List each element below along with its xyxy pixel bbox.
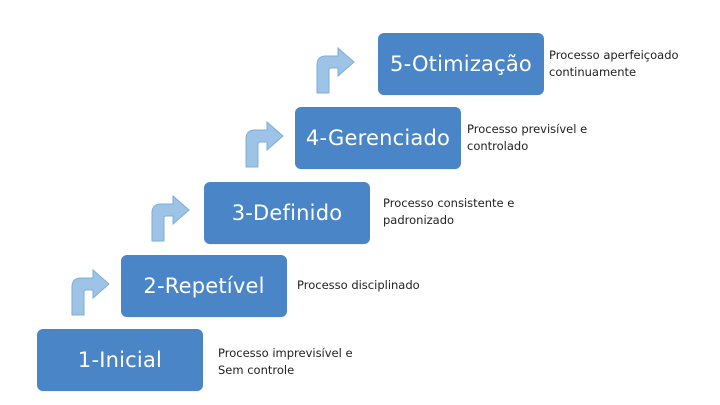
bent-arrow-icon-4-to-5 (316, 46, 355, 94)
step-description-otimizacao: Processo aperfeiçoado continuamente (549, 48, 679, 79)
step-description-definido: Processo consistente e padronizado (383, 196, 515, 227)
step-box-gerenciado: 4-Gerenciado (295, 107, 461, 169)
step-label: 2-Repetível (143, 274, 265, 298)
bent-arrow-icon-1-to-2 (71, 268, 110, 316)
step-box-repetivel: 2-Repetível (121, 255, 287, 317)
step-description-gerenciado: Processo previsível e controlado (467, 122, 588, 153)
step-box-inicial: 1-Inicial (37, 329, 203, 391)
step-label: 3-Definido (231, 201, 343, 225)
bent-arrow-icon-2-to-3 (151, 194, 190, 242)
step-description-inicial: Processo imprevisível e Sem controle (218, 346, 353, 377)
step-description-repetivel: Processo disciplinado (297, 278, 420, 292)
step-box-otimizacao: 5-Otimização (378, 33, 544, 95)
step-label: 1-Inicial (77, 348, 163, 372)
step-label: 5-Otimização (390, 52, 532, 76)
step-box-definido: 3-Definido (204, 182, 370, 244)
bent-arrow-icon-3-to-4 (245, 120, 284, 168)
step-label: 4-Gerenciado (305, 126, 451, 150)
